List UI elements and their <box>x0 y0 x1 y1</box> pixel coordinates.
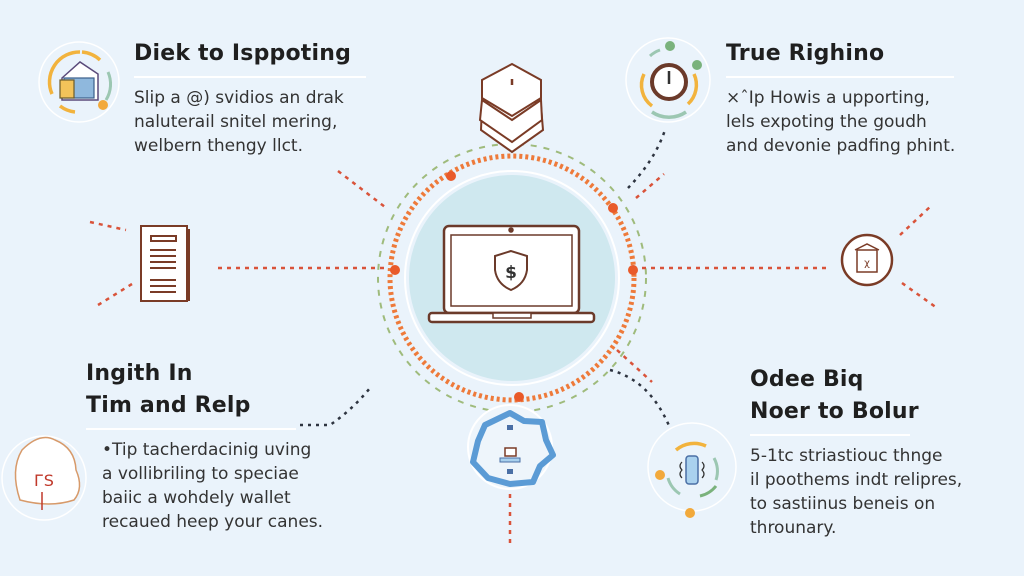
divider <box>86 428 296 430</box>
svg-text:χ: χ <box>864 258 870 269</box>
body-line: lels expoting the goudh <box>726 112 927 132</box>
blue-badge-computer-icon <box>467 404 556 490</box>
body-line: il poothems indt relipres, <box>750 470 963 490</box>
stacked-hexagon-layers-icon <box>478 62 545 154</box>
body-line: naluterail snitel mering, <box>134 112 338 132</box>
section-body: Slip a @) svidios an drak naluterail sni… <box>134 86 366 158</box>
clock-cycle-icon <box>625 37 711 123</box>
body-line: •Tip tacherdacinig uving <box>102 440 312 460</box>
svg-text:ГS: ГS <box>34 471 54 490</box>
body-line: a vollibriling to speciae <box>102 464 299 484</box>
divider <box>726 76 954 78</box>
section-top-left: Diek to Isppoting Slip a @) svidios an d… <box>134 38 366 158</box>
title-line: Noer to Bolur <box>750 399 919 424</box>
section-top-right: True Righino ×ˆIp Howis a upporting, lel… <box>726 38 956 158</box>
body-line: and devonie padfing phint. <box>726 136 956 156</box>
body-line: ×ˆIp Howis a upporting, <box>726 88 930 108</box>
laptop-with-dollar-shield-icon: $ <box>427 224 596 324</box>
section-title: Ingith In Tim and Relp <box>86 358 296 422</box>
svg-text:$: $ <box>505 263 517 283</box>
body-line: 5-1tc striastiouc thnge <box>750 446 943 466</box>
device-cycle-icon <box>647 422 737 518</box>
title-line: Odee Biq <box>750 367 864 392</box>
body-line: recaued heep your canes. <box>102 512 324 532</box>
section-title: Odee Biq Noer to Bolur <box>750 364 990 428</box>
section-body: •Tip tacherdacinig uving a vollibriling … <box>102 438 324 534</box>
body-line: welbern thengy llct. <box>134 136 303 156</box>
title-line: Ingith In <box>86 361 193 386</box>
circle-emblem-icon: χ <box>840 233 894 287</box>
body-line: throunary. <box>750 518 837 538</box>
body-line: to sastiinus beneis on <box>750 494 936 514</box>
section-bottom-right: Odee Biq Noer to Bolur 5-1tc striastiouc… <box>750 364 990 540</box>
body-line: baiic a wohdely wallet <box>102 488 291 508</box>
section-body: ×ˆIp Howis a upporting, lels expoting th… <box>726 86 956 158</box>
title-line: Tim and Relp <box>86 393 251 418</box>
body-line: Slip a @) svidios an drak <box>134 88 344 108</box>
section-bottom-left: Ingith In Tim and Relp •Tip tacherdacini… <box>86 358 324 534</box>
section-title: True Righino <box>726 41 885 66</box>
document-icon <box>140 225 190 302</box>
section-title: Diek to Isppoting <box>134 41 352 66</box>
divider <box>134 76 366 78</box>
wallet-house-cycle-icon <box>38 41 120 123</box>
hand-drawn-pouch-icon: ГS <box>1 435 87 521</box>
divider <box>750 434 910 436</box>
section-body: 5-1tc striastiouc thnge il poothems indt… <box>750 444 990 540</box>
